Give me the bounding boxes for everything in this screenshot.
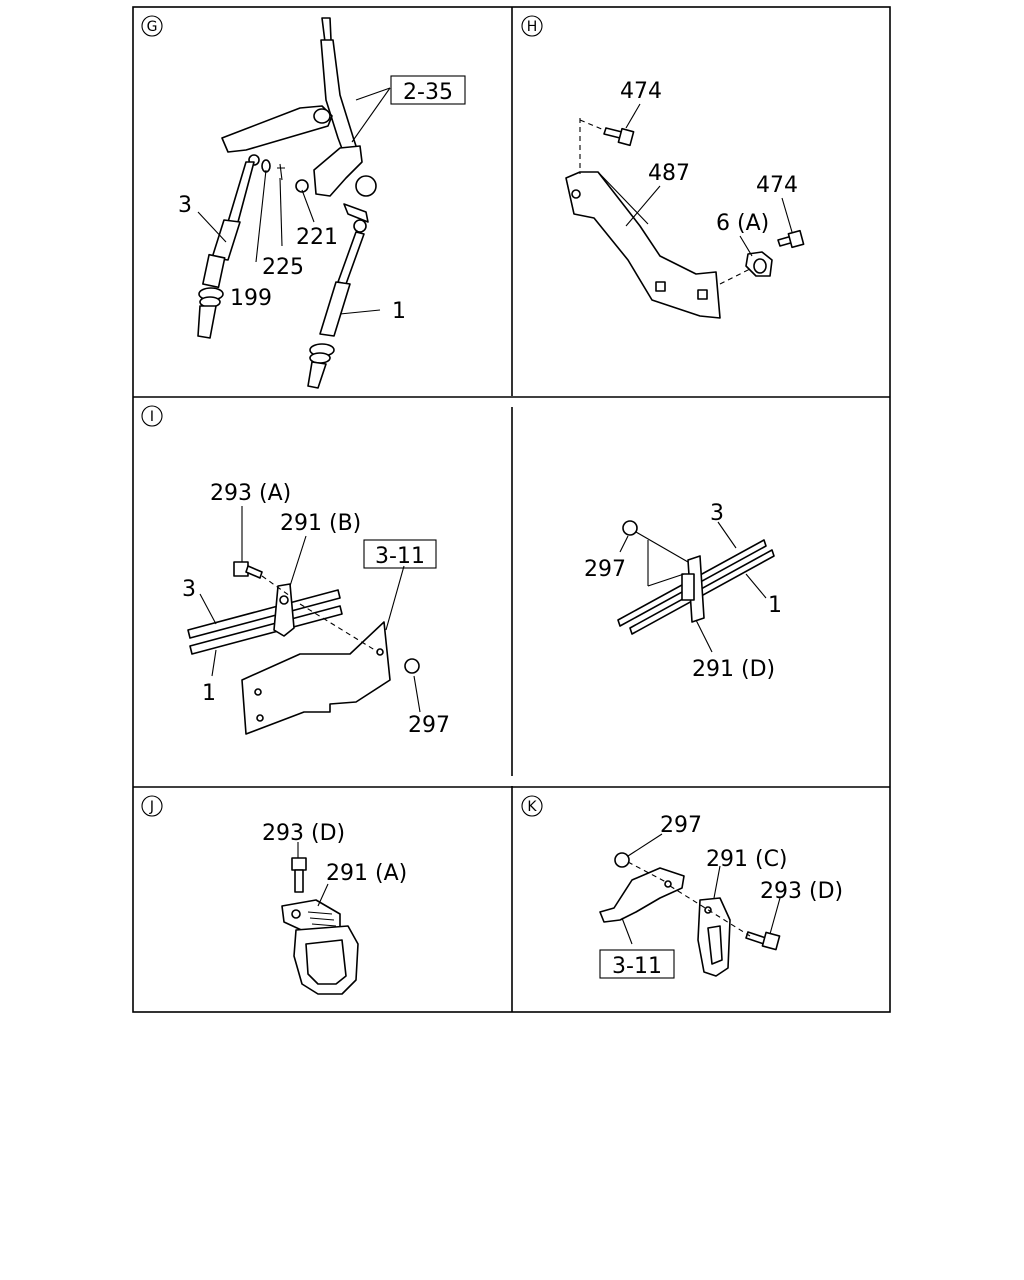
label-199: 199 <box>230 286 272 311</box>
bolt-474-top <box>603 127 635 147</box>
nut-297-detail <box>622 520 638 536</box>
label-297-i: 297 <box>408 713 450 738</box>
svg-text:K: K <box>527 799 537 815</box>
bracket-487 <box>565 171 721 319</box>
label-225: 225 <box>262 255 304 280</box>
label-297-k: 297 <box>660 813 702 838</box>
bolt-474-right <box>777 229 805 249</box>
pipes-3-and-1 <box>187 589 343 655</box>
bracket-3-11 <box>241 621 391 735</box>
svg-text:J: J <box>149 799 154 815</box>
label-291a: 291 (A) <box>326 861 407 886</box>
panel-j-leaders <box>297 842 329 907</box>
cable-3 <box>197 161 255 339</box>
label-474-right: 474 <box>756 173 798 198</box>
ref-box-2-35 <box>390 75 466 105</box>
panel-h: H <box>521 15 805 319</box>
bolt-293d-k <box>745 931 781 951</box>
label-1-i: 1 <box>202 681 216 706</box>
ref-2-35: 2-35 <box>403 80 453 105</box>
panel-j-badge: J <box>141 795 163 817</box>
shift-lever <box>221 17 377 223</box>
label-487: 487 <box>648 161 690 186</box>
label-293d-j: 293 (D) <box>262 821 345 846</box>
pin-221 <box>277 163 285 181</box>
svg-text:I: I <box>150 409 154 425</box>
label-1-detail: 1 <box>768 593 782 618</box>
panel-i-detail-leaders <box>619 521 767 653</box>
panel-k: K 297 291 (C) 293 (D) 3-11 <box>521 795 843 979</box>
svg-text:G: G <box>147 19 158 35</box>
panel-h-badge: H <box>521 15 543 37</box>
panel-i-leaders <box>199 506 421 713</box>
label-293a: 293 (A) <box>210 481 291 506</box>
panel-g-badge: G <box>141 15 163 37</box>
ref-3-11-k: 3-11 <box>612 954 662 979</box>
nut-297 <box>404 658 420 674</box>
label-291c: 291 (C) <box>706 847 788 872</box>
diagram-frame <box>132 6 891 1013</box>
label-6a: 6 (A) <box>716 211 769 236</box>
label-3-i: 3 <box>182 577 196 602</box>
bolt-293d-j <box>291 857 307 893</box>
nut-221 <box>295 179 309 193</box>
label-1: 1 <box>392 299 406 324</box>
panel-g-leaders <box>197 87 391 315</box>
panel-i: I <box>141 405 450 738</box>
label-291d: 291 (D) <box>692 657 775 682</box>
clip-291d <box>681 555 705 623</box>
panel-g: G <box>141 15 466 389</box>
ref-box-3-11-k <box>599 949 675 979</box>
clip-291a <box>281 899 359 995</box>
panel-k-badge: K <box>521 795 543 817</box>
panel-k-leaders <box>621 833 781 945</box>
label-293d-k: 293 (D) <box>760 879 843 904</box>
label-297-detail: 297 <box>584 557 626 582</box>
panel-i-badge: I <box>141 405 163 427</box>
label-474-top: 474 <box>620 79 662 104</box>
ref-box-3-11-i <box>363 539 437 569</box>
label-3: 3 <box>178 193 192 218</box>
ref-3-11-i: 3-11 <box>375 544 425 569</box>
panel-j: J 293 (D) 291 (A) <box>141 795 407 995</box>
panel-i-detail: 3 297 1 291 (D) <box>584 501 782 682</box>
clip-291b <box>273 583 295 637</box>
panel-h-leaders <box>579 103 793 285</box>
nut-297-k <box>614 852 630 868</box>
clip-291c <box>697 897 731 977</box>
cable-1 <box>307 219 367 389</box>
clip-6a <box>745 251 773 277</box>
label-221: 221 <box>296 225 338 250</box>
bracket-3-11-k <box>599 867 685 923</box>
svg-text:H: H <box>527 19 538 35</box>
label-291b: 291 (B) <box>280 511 361 536</box>
bolt-293a <box>233 561 263 579</box>
label-3-detail: 3 <box>710 501 724 526</box>
